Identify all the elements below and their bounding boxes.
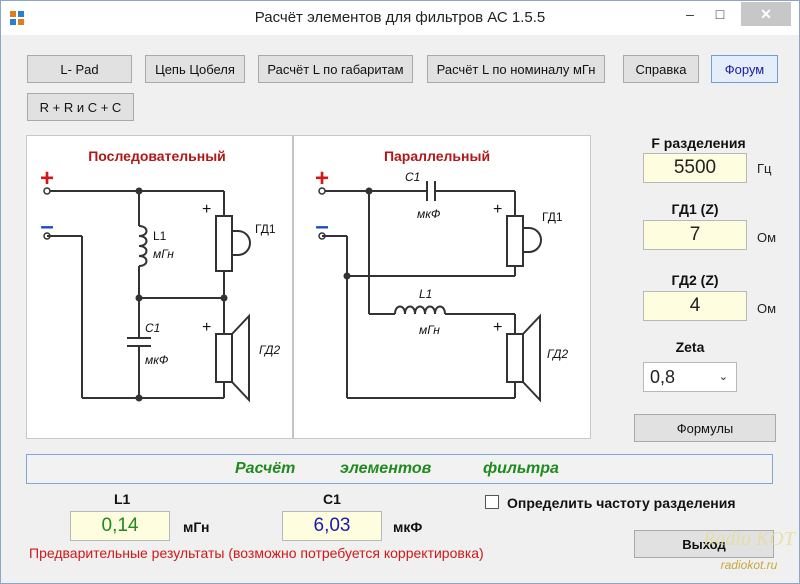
series-c-label: C1: [145, 321, 160, 335]
gd1-unit: Ом: [757, 230, 777, 245]
forum-button[interactable]: Форум: [711, 55, 778, 83]
series-gd2-label: ГД2: [259, 343, 280, 357]
lpad-button[interactable]: L- Pad: [27, 55, 132, 83]
watermark-line-1: Radio KOT: [702, 528, 797, 550]
parallel-gd2-label: ГД2: [547, 347, 568, 361]
l-by-size-button[interactable]: Расчёт L по габаритам: [258, 55, 413, 83]
c1-result-label: C1: [323, 491, 341, 507]
watermark-logo: Radio KOT radiokot.ru: [702, 528, 797, 572]
parallel-gd1-label: ГД1: [542, 210, 563, 224]
series-minus-terminal: –: [40, 213, 53, 240]
zeta-select[interactable]: 0,8 ⌄: [643, 362, 737, 392]
rlc-button[interactable]: R + R и C + C: [27, 93, 134, 121]
series-title: Последовательный: [88, 148, 226, 164]
define-freq-label[interactable]: Определить частоту разделения: [507, 495, 736, 511]
zeta-value: 0,8: [650, 366, 676, 387]
series-nodes: [135, 187, 228, 402]
series-l-label: L1: [153, 229, 167, 243]
chevron-down-icon: ⌄: [718, 371, 728, 383]
series-c-unit: мкФ: [145, 353, 169, 367]
parallel-gd2-plus: +: [493, 319, 502, 336]
freq-unit: Гц: [757, 161, 772, 176]
title-banner: Расчёт элементов фильтра: [26, 454, 773, 484]
gd2-unit: Ом: [757, 301, 777, 316]
parallel-title: Параллельный: [384, 148, 490, 164]
series-circuit: [47, 190, 251, 403]
banner-word-2: элементов: [340, 460, 432, 477]
zeta-label: Zeta: [675, 339, 705, 355]
gd2-input[interactable]: 4: [643, 291, 747, 321]
gd1-label: ГД1 (Z): [671, 201, 719, 217]
window-title: Расчёт элементов для фильтров АС 1.5.5: [254, 9, 546, 26]
l1-result-value: 0,14: [70, 511, 170, 541]
app-icon: [10, 11, 24, 25]
parallel-gd1-plus: +: [493, 201, 502, 218]
watermark-line-2: radiokot.ru: [721, 558, 778, 572]
banner-word-1: Расчёт: [235, 460, 296, 477]
schematic-svg: Последовательный Параллельный: [40, 136, 568, 438]
define-freq-checkbox[interactable]: [485, 495, 499, 509]
exit-button[interactable]: Выход: [634, 530, 774, 558]
minimize-button[interactable]: –: [686, 6, 694, 22]
l1-result-unit: мГн: [183, 519, 210, 535]
help-button[interactable]: Справка: [623, 55, 699, 83]
series-plus-terminal: +: [40, 165, 54, 192]
series-gd1-plus: +: [202, 201, 211, 218]
parallel-l-label: L1: [419, 287, 432, 301]
c1-result-unit: мкФ: [393, 519, 423, 535]
gd1-input[interactable]: 7: [643, 220, 747, 250]
close-button[interactable]: ✕: [741, 2, 791, 26]
l-by-nominal-button[interactable]: Расчёт L по номиналу мГн: [427, 55, 605, 83]
parallel-c-label: C1: [405, 170, 420, 184]
l1-result-label: L1: [114, 491, 131, 507]
formulas-button[interactable]: Формулы: [634, 414, 776, 442]
series-gd1-label: ГД1: [255, 222, 276, 236]
parallel-l-unit: мГн: [419, 323, 440, 337]
zobel-button[interactable]: Цепь Цобеля: [145, 55, 245, 83]
freq-label: F разделения: [651, 135, 746, 151]
series-gd2-plus: +: [202, 319, 211, 336]
gd2-label: ГД2 (Z): [671, 272, 719, 288]
parallel-plus-terminal: +: [315, 165, 329, 192]
freq-input[interactable]: 5500: [643, 153, 747, 183]
banner-word-3: фильтра: [483, 460, 559, 477]
series-l-unit: мГн: [153, 247, 174, 261]
parallel-c-unit: мкФ: [417, 207, 441, 221]
parallel-minus-terminal: –: [315, 213, 328, 240]
circuit-diagram: Последовательный Параллельный: [26, 135, 591, 439]
c1-result-value: 6,03: [282, 511, 382, 541]
maximize-button[interactable]: □: [715, 6, 725, 22]
title-bar: Расчёт элементов для фильтров АС 1.5.5 –…: [1, 1, 799, 35]
warning-text: Предварительные результаты (возможно пот…: [29, 545, 484, 561]
parallel-circuit: [322, 181, 542, 403]
